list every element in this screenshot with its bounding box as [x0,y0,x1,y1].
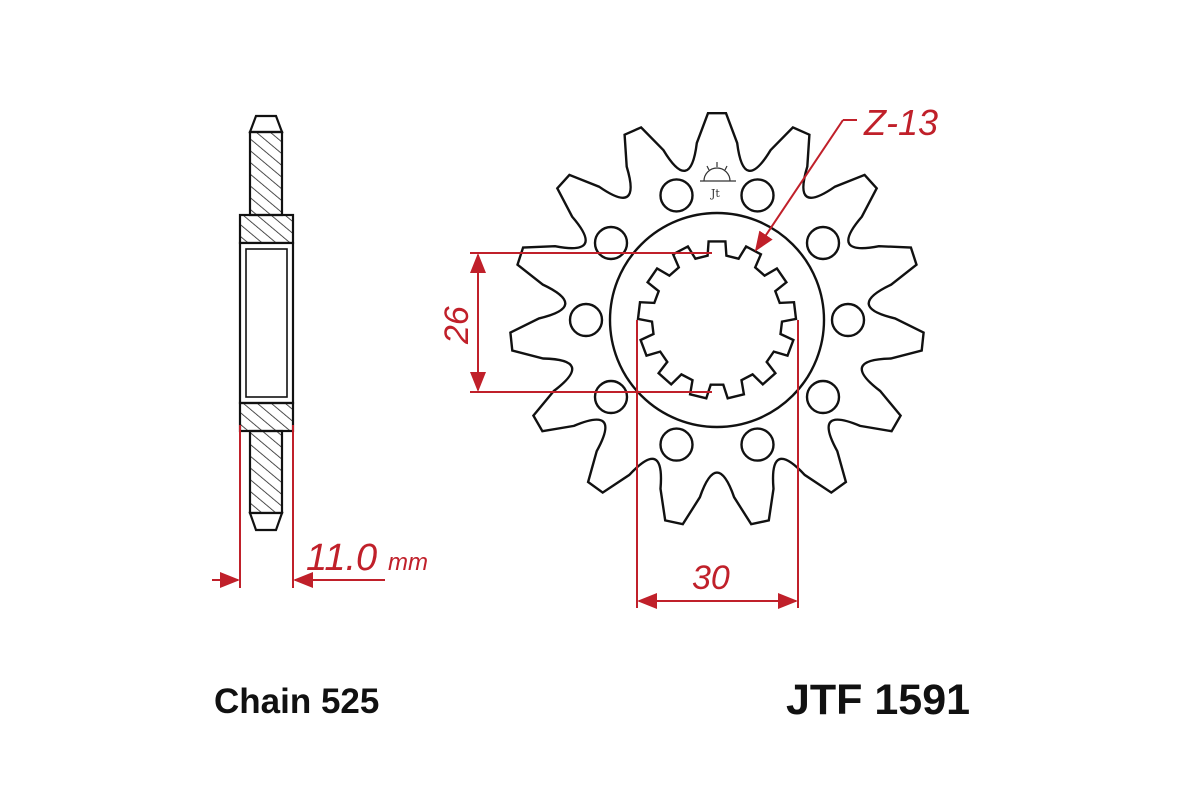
spline-width-label: 30 [692,559,730,597]
bolt-hole [593,379,629,415]
front-view [509,112,925,526]
side-bore [238,241,295,405]
svg-text:Jt: Jt [710,187,720,200]
spline-dimensions [470,119,857,609]
chain-label: Chain 525 [214,682,380,721]
sprocket-outline [509,112,925,526]
side-tooth-bottom-tip [248,511,284,532]
bolt-hole [659,427,694,462]
jt-logo: Jt [700,162,736,200]
bolt-hole [593,225,629,261]
spline-height-label: 26 [438,306,476,345]
side-tooth-bottom [248,429,284,515]
side-hub-top [238,213,295,245]
bolt-hole [740,427,775,462]
bolt-hole [740,178,775,213]
side-hub-bottom [238,401,295,433]
bolt-hole [568,302,604,338]
bolt-hole [805,379,841,415]
thickness-dimension [212,425,385,588]
hub-circle [608,211,826,429]
bolt-hole [659,178,694,213]
bolt-hole [830,302,866,338]
side-view [238,114,295,532]
side-tooth-top [248,130,284,217]
thickness-value: 11.0 [306,537,377,579]
side-tooth-top-tip [248,114,284,134]
spline-teeth-label: Z-13 [863,102,938,143]
spline-bore [636,240,798,400]
thickness-unit: mm [388,549,428,576]
part-number: JTF 1591 [786,676,971,724]
bolt-hole [805,225,841,261]
